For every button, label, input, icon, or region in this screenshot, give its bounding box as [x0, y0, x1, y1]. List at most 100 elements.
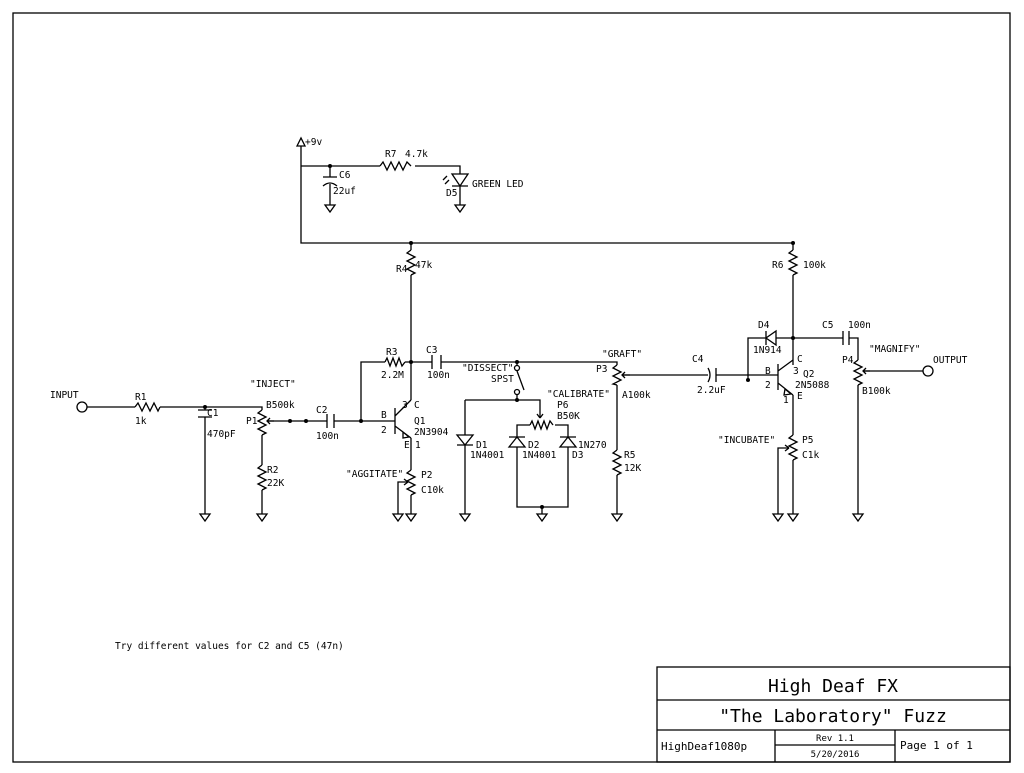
- diode-d4: [764, 329, 777, 347]
- c2-ref: C2: [316, 405, 327, 416]
- pot-p2: [403, 469, 417, 496]
- r4-ref: R4: [396, 264, 408, 275]
- p1-name: "INJECT": [250, 379, 296, 390]
- p6-value: B50K: [557, 411, 580, 422]
- d4-ref: D4: [758, 320, 770, 331]
- p5-value: C1k: [802, 450, 819, 461]
- c3-value: 100n: [427, 370, 450, 381]
- d3-ref: D3: [572, 450, 583, 461]
- c1-ref: C1: [207, 408, 219, 419]
- junctions: [203, 164, 795, 509]
- sheet-border: [12, 12, 1011, 763]
- p4-value: B100k: [862, 386, 891, 397]
- switch-contact[interactable]: [513, 388, 521, 396]
- input-jack[interactable]: [76, 401, 88, 413]
- capacitor-c3: [431, 355, 442, 369]
- p2-ref: P2: [421, 470, 432, 481]
- components: [76, 136, 934, 496]
- pot-p1: [256, 409, 274, 436]
- capacitor-c1: [198, 409, 212, 418]
- c1-value: 470pF: [207, 429, 236, 440]
- q1-ref: Q1: [414, 416, 426, 427]
- d1-value: 1N4001: [470, 450, 505, 461]
- switch-contact[interactable]: [513, 364, 521, 372]
- capacitor-c4: [707, 367, 717, 383]
- p3-value: A100k: [622, 390, 651, 401]
- company-name: High Deaf FX: [768, 676, 898, 697]
- pot-p5: [784, 434, 799, 461]
- ground-symbols: [199, 204, 864, 522]
- q1-b: B: [381, 410, 387, 421]
- page-number: Page 1 of 1: [900, 739, 973, 752]
- wires: [87, 146, 923, 514]
- labels: +9v R7 4.7k C6 22uf GREEN LED D5 R4 47k …: [50, 137, 968, 652]
- q1-c: C: [414, 400, 420, 411]
- p1-value: B500k: [266, 400, 295, 411]
- output-label: OUTPUT: [933, 355, 968, 366]
- p6-name: "CALIBRATE": [547, 389, 610, 400]
- p3-ref: P3: [596, 364, 607, 375]
- q2-b: B: [765, 366, 771, 377]
- c5-value: 100n: [848, 320, 871, 331]
- p2-name: "AGGITATE": [346, 469, 403, 480]
- q2-pin-c: 3: [793, 366, 799, 377]
- pot-p3: [611, 364, 630, 386]
- date: 5/20/2016: [811, 750, 860, 760]
- revision: Rev 1.1: [816, 734, 854, 744]
- r7-value: 4.7k: [405, 149, 428, 160]
- p3-name: "GRAFT": [602, 349, 642, 360]
- switch-name: "DISSECT": [462, 363, 513, 374]
- d5-ref: D5: [446, 188, 457, 199]
- resistor-r1: [134, 401, 161, 413]
- supply-arrow-icon: [295, 136, 307, 147]
- diode-d1: [455, 434, 475, 447]
- capacitor-c5: [842, 331, 850, 345]
- d1-ref: D1: [476, 440, 488, 451]
- resistor-r6: [787, 249, 799, 276]
- pot-p6: [529, 413, 554, 431]
- r5-value: 12K: [624, 463, 641, 474]
- title-block: High Deaf FX "The Laboratory" Fuzz HighD…: [656, 666, 1011, 763]
- r1-ref: R1: [135, 392, 147, 403]
- d3-value: 1N270: [578, 440, 607, 451]
- c3-ref: C3: [426, 345, 437, 356]
- q2-value: 2N5088: [795, 380, 830, 391]
- q1-value: 2N3904: [414, 427, 449, 438]
- diode-d2: [507, 435, 527, 448]
- p4-name: "MAGNIFY": [869, 344, 920, 355]
- q2-pin-e: 1: [783, 395, 789, 406]
- q2-c: C: [797, 354, 803, 365]
- p1-ref: P1: [246, 416, 258, 427]
- input-label: INPUT: [50, 390, 79, 401]
- supply-label: +9v: [305, 137, 322, 148]
- q1-pin-b: 2: [381, 425, 387, 436]
- r1-value: 1k: [135, 416, 147, 427]
- d2-value: 1N4001: [522, 450, 557, 461]
- resistor-r4: [405, 249, 417, 276]
- p6-ref: P6: [557, 400, 569, 411]
- switch-type: SPST: [491, 374, 514, 385]
- transistor-q1: [394, 399, 412, 439]
- resistor-r2: [256, 464, 268, 491]
- c4-value: 2.2uF: [697, 385, 726, 396]
- r6-ref: R6: [772, 260, 784, 271]
- r6-value: 100k: [803, 260, 826, 271]
- d5-value: GREEN LED: [472, 179, 524, 190]
- c5-ref: C5: [822, 320, 833, 331]
- r2-value: 22K: [267, 478, 284, 489]
- output-jack[interactable]: [922, 365, 934, 377]
- diode-d3: [558, 435, 578, 448]
- pot-p4: [852, 359, 870, 386]
- r7-ref: R7: [385, 149, 396, 160]
- c2-value: 100n: [316, 431, 339, 442]
- p5-ref: P5: [802, 435, 813, 446]
- r3-value: 2.2M: [381, 370, 404, 381]
- c6-value: 22uf: [333, 186, 356, 197]
- d2-ref: D2: [528, 440, 539, 451]
- resistor-r3: [384, 356, 406, 368]
- r2-ref: R2: [267, 465, 278, 476]
- q1-pin-e: 1: [415, 440, 421, 451]
- q2-pin-b: 2: [765, 380, 771, 391]
- r3-ref: R3: [386, 347, 397, 358]
- c4-ref: C4: [692, 354, 704, 365]
